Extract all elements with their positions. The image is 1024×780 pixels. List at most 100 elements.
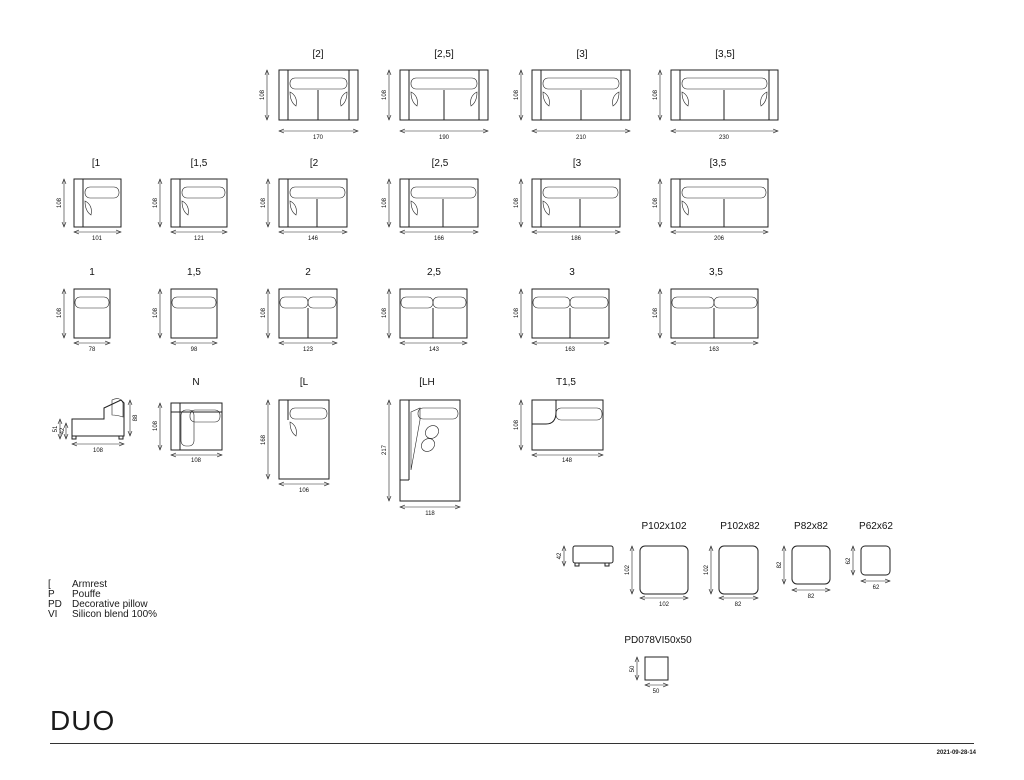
depth-label: 108 <box>514 307 520 318</box>
module-label: 3,5 <box>709 267 723 278</box>
module-double-arm-2-5: [2,5] 108 190 <box>382 49 488 141</box>
depth-label: 108 <box>382 307 388 318</box>
width-label: 190 <box>439 135 450 141</box>
depth-label: 108 <box>514 419 520 430</box>
module-label: 1,5 <box>187 267 201 278</box>
width-label: 146 <box>308 236 319 242</box>
depth-label: 108 <box>514 89 520 100</box>
width-label: 82 <box>808 594 815 600</box>
module-single-arm-1: [1 108 101 <box>57 158 121 242</box>
module-label: P102x82 <box>720 521 760 532</box>
legend-text: Silicon blend 100% <box>72 609 158 620</box>
depth-label: 108 <box>261 197 267 208</box>
width-label: 101 <box>92 236 103 242</box>
corner-L: [L 168 106 <box>261 377 329 494</box>
width-label: 50 <box>653 689 660 695</box>
pouffe-102x82: P102x82 102 82 <box>704 521 760 608</box>
module-double-arm-3-5: [3,5] 108 230 <box>653 49 778 141</box>
pouffe-side-view: 42 <box>557 546 614 566</box>
corner-LH: [LH 217 118 <box>382 377 460 517</box>
seat-height-label: 51 <box>53 425 59 432</box>
module-label: [2,5] <box>434 49 454 60</box>
depth-label: 108 <box>153 197 159 208</box>
module-label: [3,5] <box>715 49 735 60</box>
module-label: [3 <box>573 158 582 169</box>
module-label: 2,5 <box>427 267 441 278</box>
module-no-arm-3: 3 108 163 <box>514 267 609 353</box>
module-label: [L <box>300 377 309 388</box>
decorative-pillow-50x50: PD078VI50x50 50 50 <box>624 635 692 695</box>
module-label: [3,5 <box>710 158 727 169</box>
module-label: [2 <box>310 158 319 169</box>
module-label: [1,5 <box>191 158 208 169</box>
depth-label: 108 <box>261 307 267 318</box>
module-single-arm-3-5: [3,5 108 206 <box>653 158 768 242</box>
module-label: [2,5 <box>432 158 449 169</box>
module-label: [3] <box>576 49 587 60</box>
module-label: [LH <box>419 377 435 388</box>
legend-text: Decorative pillow <box>72 599 148 610</box>
module-double-arm-3: [3] 108 210 <box>514 49 630 141</box>
legend-code: P <box>48 589 55 600</box>
module-no-arm-3-5: 3,5 108 163 <box>653 267 758 353</box>
back-cushion <box>289 77 348 90</box>
corner-N: N 108 108 <box>153 377 222 464</box>
depth-label: 50 <box>630 665 636 672</box>
module-label: T1,5 <box>556 377 576 388</box>
depth-label: 108 <box>93 448 104 454</box>
module-label: N <box>192 377 199 388</box>
module-double-arm-2: [2] 108 170 <box>260 49 358 141</box>
depth-label: 168 <box>261 434 267 445</box>
module-single-arm-2-5: [2,5 108 166 <box>382 158 478 242</box>
module-no-arm-1-5: 1,5 108 98 <box>153 267 217 353</box>
width-label: 210 <box>576 135 587 141</box>
depth-label: 102 <box>704 564 710 575</box>
document-date: 2021-09-28-14 <box>936 750 976 756</box>
depth-label: 62 <box>846 557 852 564</box>
width-label: 78 <box>89 347 96 353</box>
depth-label: 108 <box>153 420 159 431</box>
decorative-pillow <box>340 91 348 107</box>
module-label: 1 <box>89 267 95 278</box>
depth-label: 108 <box>653 197 659 208</box>
depth-label: 108 <box>653 89 659 100</box>
module-label: 3 <box>569 267 575 278</box>
module-no-arm-1: 1 108 78 <box>57 267 110 353</box>
module-label: [2] <box>312 49 323 60</box>
depth-label: 102 <box>625 564 631 575</box>
height-label: 88 <box>133 414 139 421</box>
depth-label: 108 <box>260 89 266 100</box>
decorative-pillow <box>289 91 297 107</box>
module-label: 2 <box>305 267 311 278</box>
depth-label: 108 <box>57 307 63 318</box>
side-view: 88 51 42 108 <box>53 398 139 454</box>
width-label: 163 <box>709 347 720 353</box>
width-label: 166 <box>434 236 445 242</box>
depth-label: 108 <box>153 307 159 318</box>
width-label: 118 <box>425 511 435 517</box>
module-label: P102x102 <box>641 521 686 532</box>
width-label: 106 <box>299 488 310 494</box>
width-label: 102 <box>659 602 670 608</box>
width-label: 230 <box>719 135 730 141</box>
module-label: P62x62 <box>859 521 893 532</box>
depth-label: 217 <box>382 444 388 455</box>
depth-label: 108 <box>57 197 63 208</box>
height-label: 42 <box>557 552 563 559</box>
legend-item: [Armrest <box>48 580 157 590</box>
seat-offset-label: 42 <box>60 427 66 434</box>
product-title: DUO <box>50 705 116 736</box>
width-label: 186 <box>571 236 582 242</box>
width-label: 98 <box>191 347 198 353</box>
width-label: 163 <box>565 347 576 353</box>
width-label: 170 <box>313 135 324 141</box>
pouffe-62x62: P62x62 62 62 <box>846 521 893 591</box>
depth-label: 82 <box>777 561 783 568</box>
module-single-arm-2: [2 108 146 <box>261 158 347 242</box>
legend-text: Armrest <box>72 579 107 590</box>
pouffe-102x102: P102x102 102 102 <box>625 521 688 608</box>
